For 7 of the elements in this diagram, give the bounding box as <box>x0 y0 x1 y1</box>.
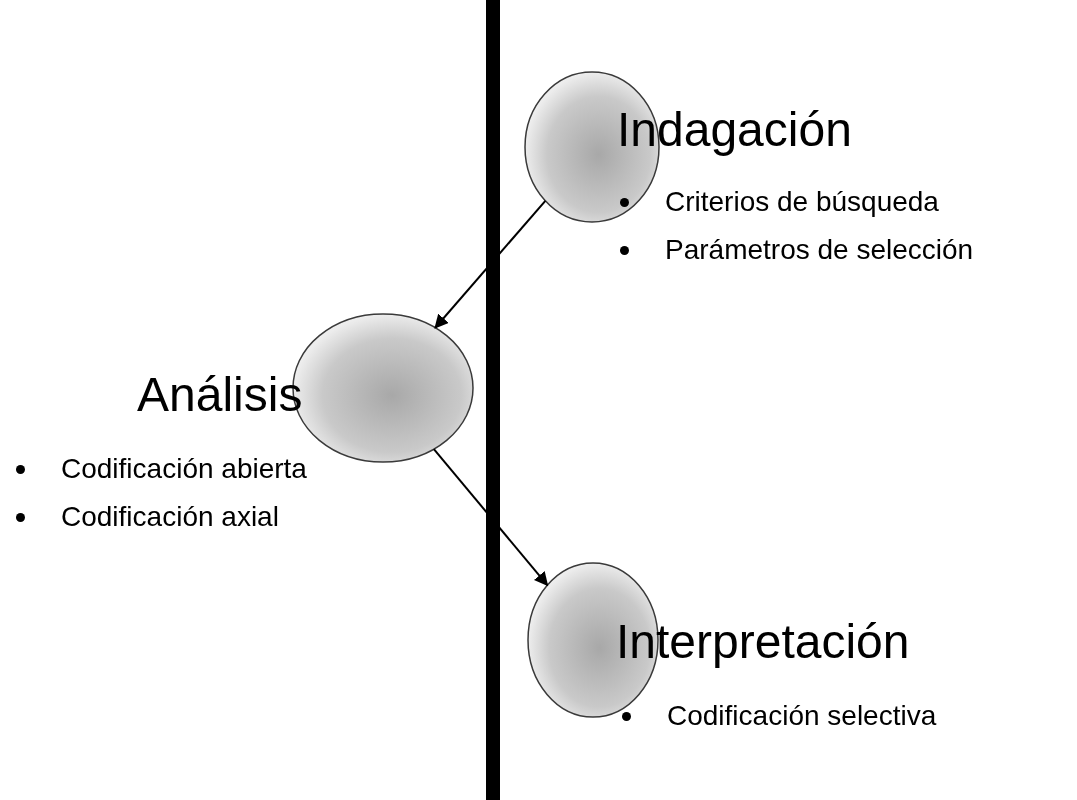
bullet-item: Criterios de búsqueda <box>665 185 939 219</box>
bullet-item: Codificación abierta <box>61 452 307 486</box>
bullet-item: Parámetros de selección <box>665 233 974 267</box>
arrow <box>432 448 549 587</box>
bullet-item: Codificación axial <box>61 500 279 534</box>
bullet-item: Codificación selectiva <box>667 699 937 733</box>
arrow <box>434 199 547 329</box>
